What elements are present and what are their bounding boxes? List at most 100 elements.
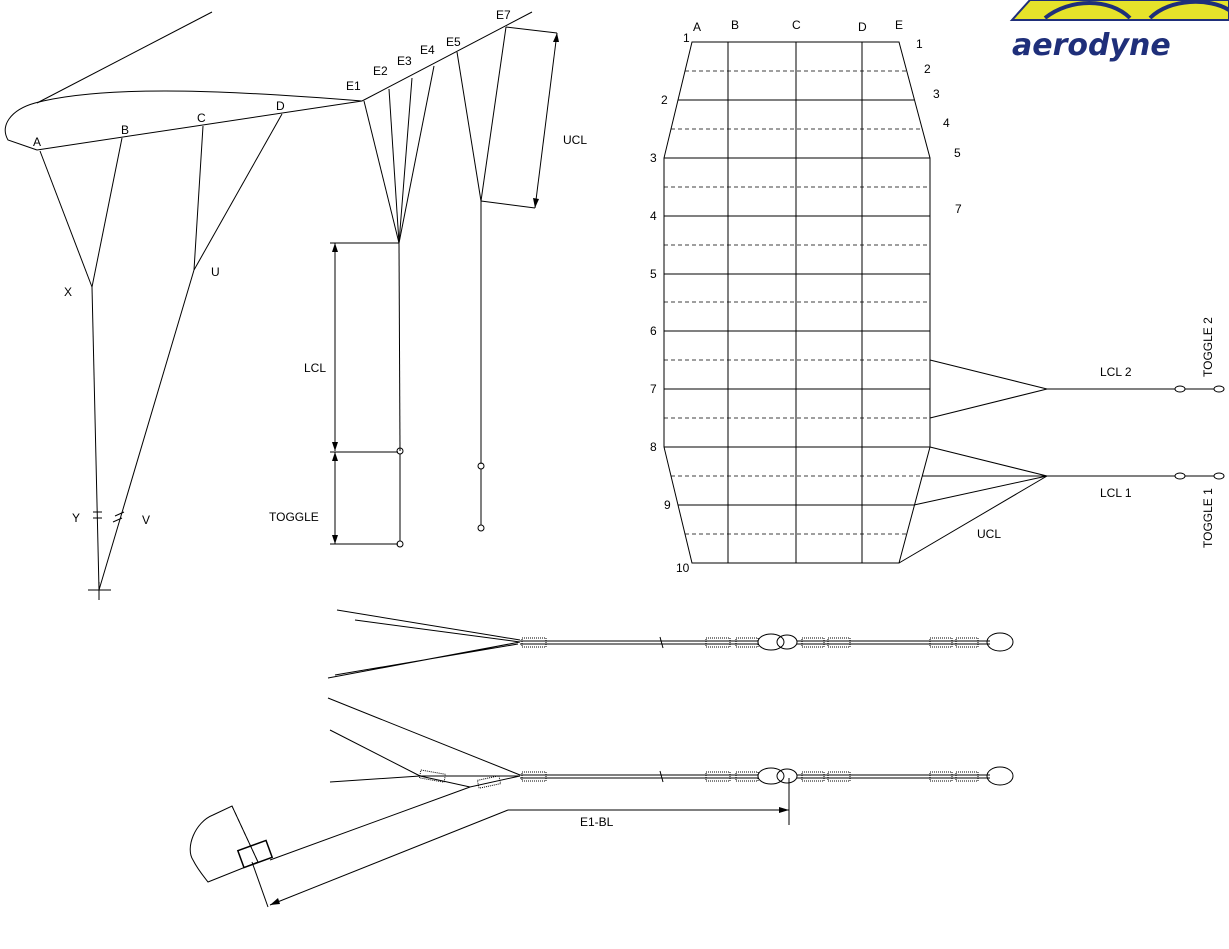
lcl2-loop	[1174, 385, 1186, 393]
upper-stitch-1	[521, 637, 547, 648]
upper-stitch-3	[735, 637, 759, 648]
lcl-arrow-up-icon	[332, 243, 338, 252]
lower-riser-lines	[269, 775, 521, 861]
upper-stitch-6	[929, 637, 953, 648]
lcl1-cascade-3	[913, 475, 1048, 506]
label-ucl: UCL	[563, 133, 587, 147]
e1bl-arrow-left-icon	[270, 898, 280, 905]
plan-view: A B C D E 1 2 3 4 5 6 7 8 9 10 1 2 3 4 5…	[650, 18, 1225, 575]
brake-view: E1 E2 E3 E4 E5 E7 LCL TOGGLE UCL	[269, 8, 587, 548]
lcl2-cascade-upper	[929, 359, 1048, 390]
lower-stitch-2	[705, 771, 731, 782]
plan-col-e: E	[895, 18, 903, 32]
logo-wordmark: aerodyne	[1012, 28, 1171, 63]
label-e1: E1	[346, 79, 361, 93]
label-plan-ucl: UCL	[977, 527, 1001, 541]
link-mark-v1	[114, 511, 125, 517]
line-detail: E1-BL	[189, 609, 1014, 908]
ucl-arrow-up-icon	[553, 33, 559, 42]
ucl-cascade	[898, 475, 1048, 564]
label-e7: E7	[496, 8, 511, 22]
wing-profile	[4, 90, 363, 151]
label-e4: E4	[420, 43, 435, 57]
lower-stitch-3	[735, 771, 759, 782]
lcl1-loop	[1174, 472, 1186, 480]
link-mark-v2	[112, 517, 123, 523]
plan-left-9: 9	[664, 498, 671, 512]
label-lcl1: LCL 1	[1100, 486, 1132, 500]
side-label-d: D	[276, 99, 285, 113]
side-view: A B C D X U Y V	[4, 11, 363, 600]
label-toggle2: TOGGLE 2	[1201, 317, 1215, 377]
ucl-dim-top	[505, 26, 558, 34]
plan-right-7: 7	[955, 202, 962, 216]
side-label-a: A	[33, 135, 41, 149]
side-label-v: V	[142, 513, 150, 527]
upper-break-mark	[659, 636, 664, 649]
upper-loop-a	[757, 633, 785, 651]
lower-stitch-b	[476, 775, 502, 789]
riser-buckle-dashed	[231, 805, 259, 863]
plan-col-b: B	[731, 18, 739, 32]
riser-connector-icon	[236, 839, 274, 869]
lower-loop-b	[776, 768, 798, 784]
toggle2-loop	[1213, 385, 1225, 393]
lower-stitch-5	[827, 771, 851, 782]
label-e3: E3	[397, 54, 412, 68]
plan-right-4: 4	[943, 116, 950, 130]
lower-fan-lines	[327, 697, 521, 783]
plan-left-2: 2	[661, 93, 668, 107]
lower-stitch-a	[418, 769, 447, 783]
brake-line-e2	[388, 88, 400, 244]
lower-stitch-1	[521, 771, 547, 782]
side-label-b: B	[121, 123, 129, 137]
plan-right-2: 2	[924, 62, 931, 76]
ucl-dim-line	[534, 32, 558, 209]
plan-left-8: 8	[650, 440, 657, 454]
label-e1-bl: E1-BL	[580, 815, 614, 829]
e1bl-dim-diagonal	[269, 809, 509, 906]
lcl-arrow-down-icon	[332, 442, 338, 451]
riser-front	[91, 286, 100, 591]
lower-loop-a	[757, 767, 785, 785]
side-label-u: U	[211, 265, 220, 279]
plan-left-3: 3	[650, 151, 657, 165]
lcl-line	[398, 242, 401, 452]
label-e2: E2	[373, 64, 388, 78]
canopy-outline	[663, 41, 931, 564]
upper-stitch-7	[955, 637, 979, 648]
plan-left-6: 6	[650, 324, 657, 338]
wing-chord	[36, 100, 363, 151]
toggle1-loop	[1213, 472, 1225, 480]
plan-right-3: 3	[933, 87, 940, 101]
brake-line-e1	[363, 100, 400, 244]
plan-col-a: A	[693, 20, 701, 34]
brake-line-e5	[456, 51, 482, 202]
riser-rear	[98, 269, 195, 591]
upper-stitch-4	[801, 637, 825, 648]
label-lcl: LCL	[304, 361, 326, 375]
label-e5: E5	[446, 35, 461, 49]
lcl2-cascade-lower	[929, 388, 1048, 419]
line-c	[193, 125, 204, 271]
lower-end-loop	[986, 766, 1014, 786]
ucl-dim-bottom	[480, 200, 536, 209]
plan-left-5: 5	[650, 267, 657, 281]
label-toggle1: TOGGLE 1	[1201, 488, 1215, 548]
toggle-arrow-up-icon	[332, 452, 338, 461]
upper-stitch-2	[705, 637, 731, 648]
side-label-y: Y	[72, 511, 80, 525]
lower-line-assembly	[269, 697, 1014, 861]
line-a	[39, 150, 93, 288]
upper-end-loop	[986, 632, 1014, 652]
e1bl-arrow-right-icon	[779, 807, 789, 813]
upper-loop-b	[776, 634, 798, 650]
logo-swoosh-inner-icon	[1043, 0, 1229, 20]
brake-line-e4	[398, 65, 435, 244]
brake-line-e7	[480, 26, 507, 202]
upper-stitch-5	[827, 637, 851, 648]
side-label-x: X	[64, 285, 72, 299]
plan-left-1: 1	[683, 31, 690, 45]
lower-break-mark	[659, 770, 664, 783]
